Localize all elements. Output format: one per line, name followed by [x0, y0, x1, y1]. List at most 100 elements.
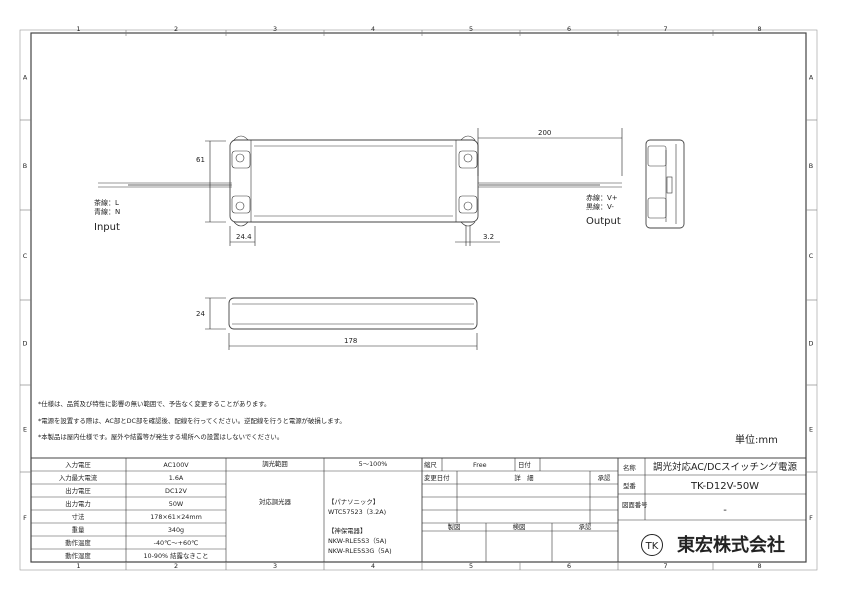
- spec-label: 動作湿度: [65, 551, 91, 560]
- dim-thickness: 24: [196, 310, 205, 318]
- spec-label: 入力最大電流: [59, 473, 98, 482]
- column-label: 2: [174, 562, 178, 570]
- spec-value: 340g: [168, 526, 184, 534]
- column-label: 7: [663, 562, 667, 570]
- dimension-lines: [205, 128, 623, 350]
- column-grid: 1 1 2 2 3 3 4 4 5 5 6 6 7 7 8 8: [76, 25, 762, 570]
- column-label: 8: [757, 25, 761, 33]
- output-wire-red: 赤線：V+: [586, 193, 618, 202]
- spec-value: 178×61×24mm: [150, 513, 202, 521]
- output-label: Output: [586, 216, 621, 227]
- column-label: 5: [469, 25, 473, 33]
- spec-value: DC12V: [165, 487, 188, 495]
- row-label: C: [23, 252, 28, 260]
- drawing-no-value: -: [723, 505, 727, 516]
- spec-value: 50W: [169, 500, 184, 508]
- dimmer-compat-label: 対応調光器: [259, 497, 292, 506]
- dimmer-line-2: WTC57523（3.2A): [328, 508, 386, 516]
- row-grid: A A B B C C D D E E F F: [20, 74, 817, 522]
- mount-tab: [231, 195, 251, 214]
- scale-label: 縮尺: [424, 460, 437, 469]
- column-label: 6: [567, 562, 571, 570]
- spec-label: 動作温度: [65, 538, 91, 547]
- column-label: 6: [567, 25, 571, 33]
- psu-body-side: [228, 297, 478, 330]
- spec-value: 1.6A: [169, 474, 184, 482]
- input-wire-brown: 茶線：L: [94, 198, 119, 207]
- mount-tab: [231, 150, 251, 169]
- spec-label: 重量: [72, 526, 85, 534]
- name-label: 名称: [623, 463, 636, 472]
- spec-value: AC100V: [163, 461, 189, 469]
- row-label: A: [809, 74, 814, 82]
- row-label: F: [23, 514, 27, 522]
- row-label: E: [23, 426, 27, 434]
- column-label: 3: [273, 25, 277, 33]
- row-label: D: [23, 340, 28, 348]
- top-view: [98, 135, 622, 227]
- column-label: 4: [371, 562, 375, 570]
- row-label: B: [809, 162, 813, 170]
- company-name: 東宏株式会社: [677, 534, 785, 556]
- row-label: A: [23, 74, 28, 82]
- spec-label: 入力電圧: [65, 460, 91, 469]
- column-label: 8: [757, 562, 761, 570]
- dim-hole: 3.2: [483, 233, 494, 241]
- psu-body-top: [229, 139, 479, 223]
- row-label: C: [809, 252, 814, 260]
- title-block: [618, 458, 806, 521]
- dimmer-line-1: 【パナソニック】: [328, 498, 379, 506]
- column-label: 1: [76, 562, 80, 570]
- unit-label: 単位:mm: [735, 433, 778, 446]
- column-label: 5: [469, 562, 473, 570]
- spec-label: 寸法: [72, 512, 85, 521]
- date-label: 日付: [518, 460, 531, 469]
- inner-border: [30, 32, 807, 563]
- spec-value: 10-90% 結露なきこと: [143, 551, 208, 560]
- checked-label: 検図: [513, 522, 526, 531]
- change-date-label: 変更日付: [424, 473, 450, 482]
- dimming-range-label: 調光範囲: [262, 459, 288, 468]
- revision-block: [422, 458, 618, 562]
- model-label: 型番: [623, 481, 636, 490]
- dim-mount: 24.4: [236, 233, 252, 241]
- dimmer-line-5: NKW-RLE5S3G（5A): [328, 547, 392, 555]
- company-logo-mark: TK: [645, 541, 659, 552]
- input-wire-blue: 青線：N: [94, 207, 120, 216]
- row-label: F: [809, 514, 813, 522]
- spec-value: -40℃～+60℃: [154, 539, 199, 547]
- mount-tab: [458, 150, 478, 169]
- row-label: B: [23, 162, 27, 170]
- scale-value: Free: [473, 461, 487, 469]
- made-label: 製図: [448, 522, 461, 531]
- detail-label: 詳 細: [514, 473, 533, 482]
- note-1: *仕様は、品質及び特性に影響の無い範囲で、予告なく変更することがあります。: [38, 399, 270, 408]
- dimmer-line-3: 【神保電器】: [328, 526, 366, 535]
- input-label: Input: [94, 222, 120, 233]
- column-label: 2: [174, 25, 178, 33]
- end-view: [645, 139, 685, 229]
- column-label: 4: [371, 25, 375, 33]
- dimmer-line-4: NKW-RLE5S3（5A): [328, 537, 387, 545]
- dim-height: 61: [196, 156, 205, 164]
- column-label: 7: [663, 25, 667, 33]
- column-label: 1: [76, 25, 80, 33]
- row-label: E: [809, 426, 813, 434]
- row-label: D: [809, 340, 814, 348]
- dimming-range-value: 5～100%: [359, 460, 388, 468]
- note-3: *本製品は屋内仕様です。屋外や結露等が発生する場所への設置はしないでください。: [38, 432, 283, 441]
- company-logo: [641, 534, 663, 556]
- spec-label: 出力電力: [65, 499, 91, 508]
- product-name: 調光対応AC/DCスイッチング電源: [653, 461, 798, 473]
- dim-length: 178: [344, 337, 357, 345]
- mount-tab: [458, 195, 478, 214]
- note-2: *電源を設置する際は、AC部とDC部を確認後、配線を行ってください。逆配線を行う…: [38, 416, 346, 425]
- dim-cable: 200: [538, 129, 551, 137]
- approve-label: 承認: [598, 473, 611, 482]
- model-number: TK-D12V-50W: [690, 481, 759, 492]
- column-label: 3: [273, 562, 277, 570]
- side-view: [228, 297, 478, 330]
- approved-label: 承認: [579, 522, 592, 531]
- spec-label: 出力電圧: [65, 486, 91, 495]
